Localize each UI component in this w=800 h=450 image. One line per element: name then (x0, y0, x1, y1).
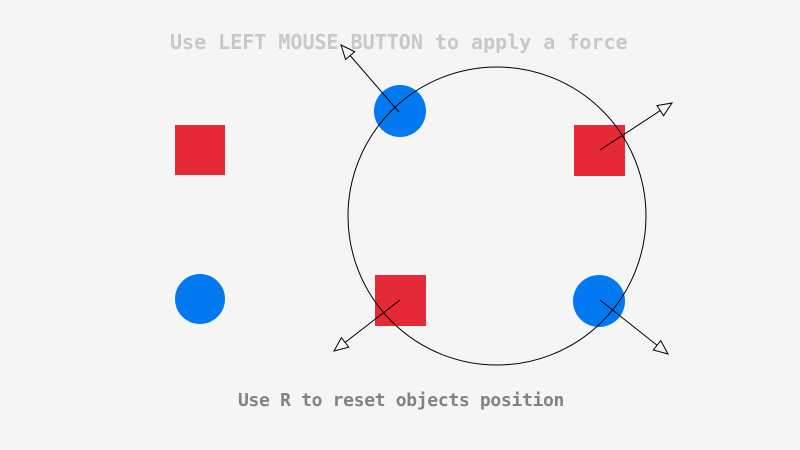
hint-reset-text: Use R to reset objects position (238, 390, 565, 411)
physics-body-circle-bottom-right[interactable] (573, 275, 625, 327)
physics-body-square-top-left[interactable] (175, 125, 225, 175)
physics-body-circle-top-middle[interactable] (374, 85, 426, 137)
force-arrow-top-right-head (656, 102, 674, 117)
physics-body-circle-bottom-left[interactable] (175, 274, 225, 324)
hint-apply-force-text: Use LEFT MOUSE BUTTON to apply a force (170, 30, 628, 54)
physics-body-square-bottom-middle[interactable] (375, 275, 426, 326)
physics-body-square-top-right[interactable] (574, 125, 625, 176)
force-arrow-bottom-left-head (332, 336, 350, 352)
force-arrow-bottom-right-head (652, 339, 669, 355)
